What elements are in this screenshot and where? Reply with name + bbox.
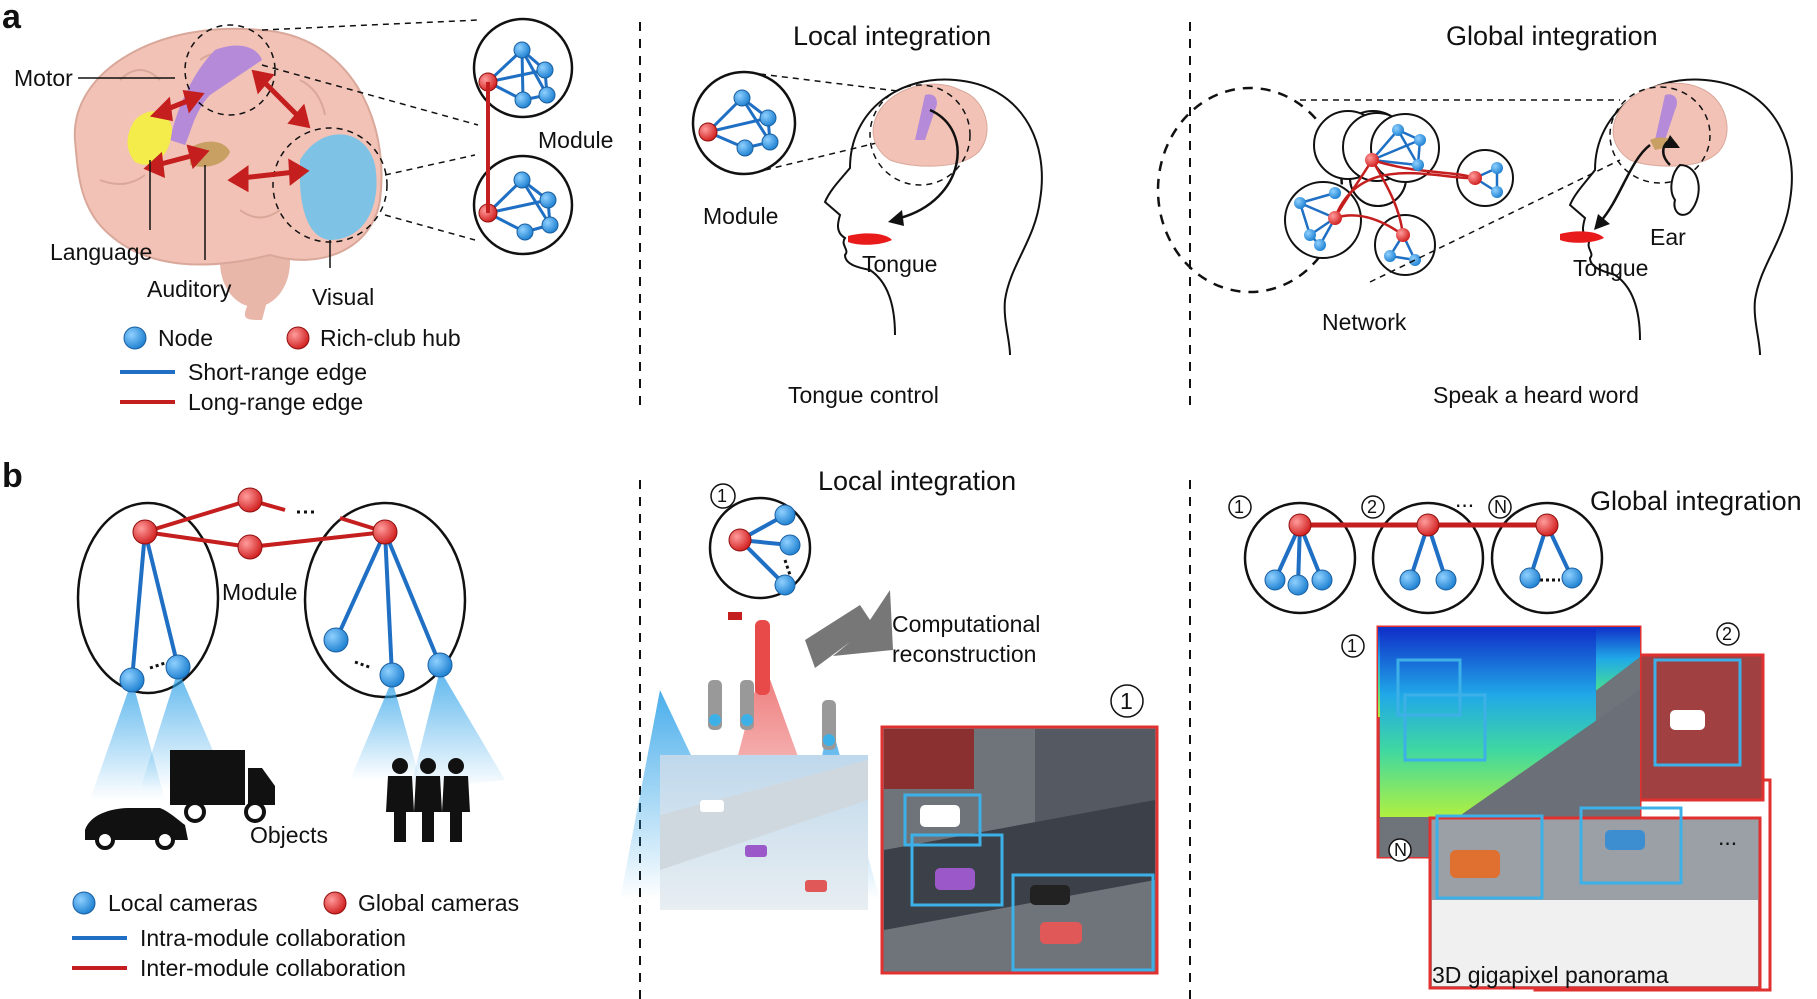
pano-num-1: 1 <box>1347 636 1357 656</box>
num-global-2: 2 <box>1367 497 1377 517</box>
label-language: Language <box>50 239 152 265</box>
label-objects: Objects <box>250 822 328 848</box>
global-modules-b <box>1243 501 1604 615</box>
num-image-1: 1 <box>1120 688 1133 714</box>
pano-num-N: N <box>1394 840 1407 860</box>
node-icon <box>123 326 147 350</box>
people-icon <box>386 758 470 842</box>
truck-icon <box>170 750 275 823</box>
car-icon <box>85 808 188 850</box>
city-view-small <box>660 755 868 910</box>
brain-illustration <box>73 24 388 320</box>
panel-label-b: b <box>2 457 23 495</box>
circled-number <box>1110 684 1144 718</box>
long-range-edges-global <box>1333 158 1476 237</box>
circled-number <box>1716 622 1740 646</box>
circled-number <box>1341 634 1365 658</box>
label-computational: Computational <box>892 611 1040 637</box>
legend-hub: Rich-club hub <box>320 325 461 351</box>
arrow-icon <box>805 590 893 668</box>
label-module: Module <box>538 127 613 153</box>
pano-dots: ... <box>1718 824 1737 850</box>
circled-number <box>1361 495 1385 519</box>
local-camera-icon <box>72 891 96 915</box>
legend-global-cameras: Global cameras <box>358 890 519 916</box>
legend-long-edge: Long-range edge <box>188 389 363 415</box>
title-local-a: Local integration <box>793 21 991 51</box>
label-network: Network <box>1322 309 1407 335</box>
num-local-1: 1 <box>717 486 727 506</box>
module-hierarchy-b <box>76 487 505 800</box>
label-module-local: Module <box>703 203 778 229</box>
label-visual: Visual <box>312 284 374 310</box>
panorama-stack <box>1376 625 1772 992</box>
legend-local-cameras: Local cameras <box>108 890 258 916</box>
panel-label-a: a <box>2 0 22 36</box>
legend-node: Node <box>158 325 213 351</box>
caption-tongue-control: Tongue control <box>788 382 939 408</box>
label-tongue-local: Tongue <box>862 251 937 277</box>
title-local-b: Local integration <box>818 466 1016 496</box>
head-outline-local <box>823 78 1043 356</box>
module-network-bottom <box>472 154 574 256</box>
head-outline-global <box>1560 78 1793 356</box>
circled-number <box>1228 495 1252 519</box>
caption-gigapixel: 3D gigapixel panorama <box>1432 962 1669 988</box>
circled-number <box>1388 838 1412 862</box>
label-auditory: Auditory <box>147 276 232 302</box>
global-dots: ... <box>1455 486 1474 512</box>
title-global-a: Global integration <box>1446 21 1658 51</box>
pano-num-2: 2 <box>1722 624 1732 644</box>
hub-icon <box>286 326 310 350</box>
module-network-top <box>472 17 574 119</box>
legend-inter: Inter-module collaboration <box>140 955 406 981</box>
projection-lines <box>261 19 479 241</box>
global-nodes <box>1294 124 1503 266</box>
num-global-1: 1 <box>1234 497 1244 517</box>
num-global-N: N <box>1494 497 1507 517</box>
module-network-local-a <box>691 70 797 176</box>
global-camera-icon <box>323 891 347 915</box>
legend-short-edge: Short-range edge <box>188 359 367 385</box>
circled-number <box>710 483 736 509</box>
title-global-b: Global integration <box>1590 486 1802 516</box>
label-module-b: Module <box>222 579 297 605</box>
caption-speak-heard-word: Speak a heard word <box>1433 382 1639 408</box>
circled-number <box>1488 495 1512 519</box>
label-reconstruction: reconstruction <box>892 641 1036 667</box>
reconstructed-city-image <box>880 725 1159 975</box>
label-tongue-global: Tongue <box>1573 255 1648 281</box>
label-ear: Ear <box>1650 224 1686 250</box>
legend-intra: Intra-module collaboration <box>140 925 406 951</box>
label-motor: Motor <box>14 65 73 91</box>
module-network-local-b <box>708 496 812 600</box>
